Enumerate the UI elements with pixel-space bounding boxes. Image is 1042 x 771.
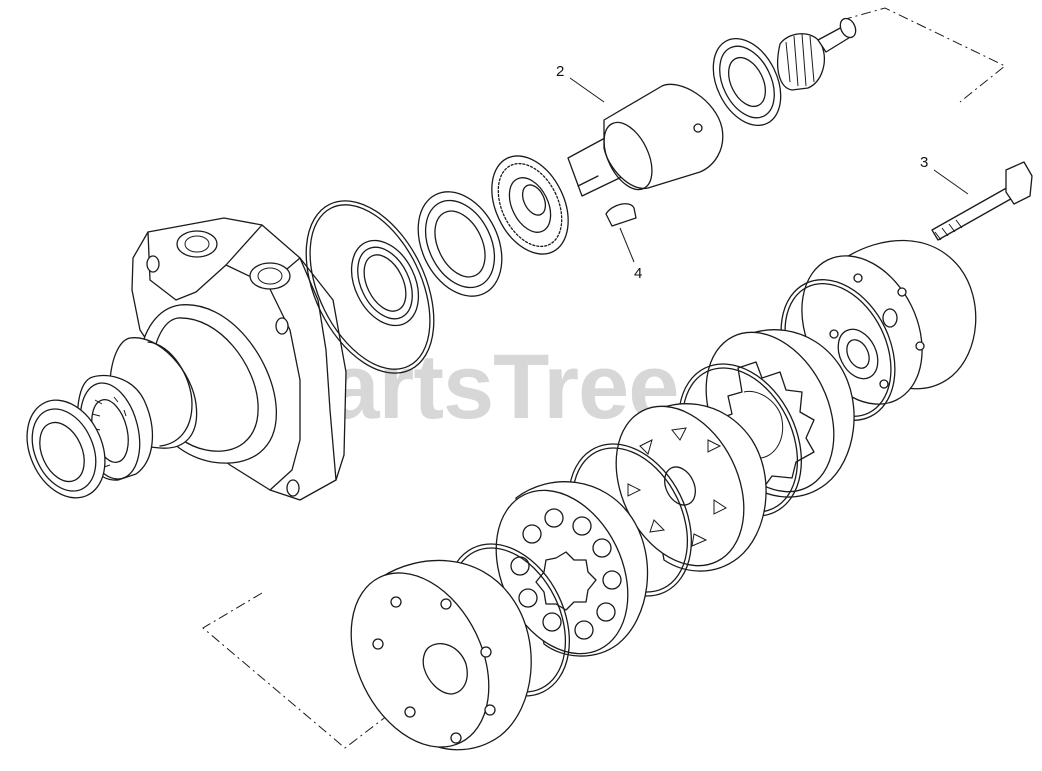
motor-housing — [109, 217, 347, 501]
race-top-mid — [719, 45, 775, 119]
end-cap-bolt-hole-1 — [853, 273, 863, 283]
end-cap-plug — [882, 308, 898, 328]
manifold-spline — [535, 551, 597, 611]
wear-plate-hole-6 — [404, 706, 416, 718]
o-ring-large-outer — [305, 200, 435, 374]
drive-shaft-end — [839, 17, 857, 39]
wear-plate-hole-7 — [372, 638, 384, 650]
check-valve-inner — [846, 339, 870, 369]
spring-washer-small-mid — [357, 246, 413, 320]
manifold-port-8 — [542, 612, 562, 632]
end-cap — [801, 239, 977, 405]
manifold-port-6 — [596, 602, 616, 622]
manifold-port-5 — [602, 570, 622, 590]
check-valve — [837, 328, 879, 380]
port-b — [249, 262, 291, 290]
port-a — [176, 230, 218, 258]
thrust-bearing-inner — [508, 177, 552, 233]
shaft-seal — [26, 399, 106, 499]
woodruff-key-shape — [605, 203, 637, 227]
o-ring-large — [305, 200, 435, 374]
shaft-keyway — [577, 175, 599, 187]
seal-inner — [39, 421, 85, 483]
wear-plate-hole-5 — [450, 732, 462, 744]
wear-plate-hole-3 — [480, 646, 492, 658]
o-ring-large-inner — [309, 204, 431, 370]
gerotor-lobes — [743, 390, 784, 459]
callout-3: 3 — [920, 154, 969, 195]
drive-gear-body — [777, 33, 825, 91]
manifold-port-10 — [510, 556, 530, 576]
seal-rim — [31, 408, 97, 492]
manifold-port-4 — [592, 538, 612, 558]
end-cap-bolt-hole-4 — [879, 379, 889, 389]
wear-plate — [350, 559, 532, 751]
output-shaft — [567, 83, 724, 197]
spring-washer-large-mid — [424, 199, 496, 289]
callout-3-leader — [933, 169, 969, 195]
thrust-bearing-hub — [521, 184, 547, 216]
race-top-inner — [728, 56, 766, 108]
cap-screw-head — [1005, 161, 1033, 205]
shaft-collar-face — [603, 121, 653, 191]
thrust-bearing-rollers — [497, 162, 563, 248]
spring-washer-small — [350, 239, 420, 327]
bearing-race-top — [712, 37, 782, 127]
port-b-inner — [257, 267, 283, 285]
callout-2-leader — [569, 77, 605, 103]
manifold-port-3 — [572, 516, 592, 536]
mount-hole-2 — [275, 317, 289, 335]
manifold-port-9 — [518, 588, 538, 608]
wear-plate-hole-4 — [484, 704, 496, 716]
cap-screw — [931, 161, 1033, 241]
spring-washer-small-outer — [350, 239, 420, 327]
end-cap-bolt-hole-5 — [829, 329, 839, 339]
end-cap-bolt-hole-2 — [897, 287, 907, 297]
spring-washer-small-inner — [363, 254, 407, 312]
housing-mount-face — [147, 224, 263, 301]
mount-hole-3 — [286, 479, 300, 497]
callout-2-label: 2 — [556, 63, 564, 80]
end-cap-bolt-hole-3 — [915, 341, 925, 351]
rotor-manifold — [495, 481, 649, 657]
callout-2: 2 — [556, 63, 605, 103]
callout-3-label: 3 — [920, 154, 928, 171]
housing-neck-ring — [147, 341, 193, 447]
wear-plate-face — [350, 572, 490, 748]
valve-plate-hub — [664, 466, 696, 506]
valve-plate-ports — [627, 427, 727, 547]
wear-plate-hole-2 — [440, 598, 452, 610]
spring-washer-large — [417, 191, 503, 297]
spring-washer-large-inner — [434, 210, 486, 278]
callout-4-leader — [619, 227, 635, 263]
callout-4-label: 4 — [634, 265, 642, 282]
woodruff-key — [605, 203, 637, 227]
manifold-port-1 — [522, 524, 542, 544]
callout-4: 4 — [619, 227, 642, 282]
wear-plate-bore — [422, 643, 468, 695]
drive-spline-gear — [777, 17, 857, 91]
shaft-collar — [603, 83, 724, 189]
manifold-port-2 — [544, 508, 564, 528]
housing-side-rib — [299, 257, 337, 481]
shaft-collar-hole — [693, 123, 703, 133]
drive-gear-teeth — [785, 33, 815, 87]
port-a-inner — [184, 235, 210, 253]
manifold-port-7 — [574, 620, 594, 640]
check-valve-outer — [837, 328, 879, 380]
wear-plate-hole-1 — [390, 596, 402, 608]
thrust-bearing — [491, 155, 569, 255]
valve-plate — [615, 403, 767, 572]
race-top-outer — [712, 37, 782, 127]
mount-hole-1 — [146, 255, 160, 273]
center-line-top — [841, 7, 1006, 103]
cap-screw-threads — [934, 219, 963, 241]
